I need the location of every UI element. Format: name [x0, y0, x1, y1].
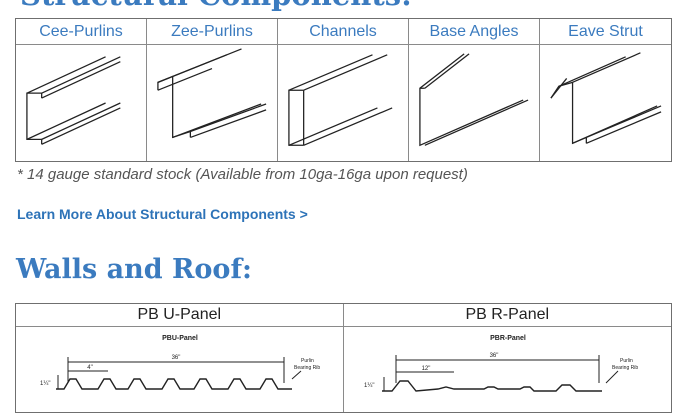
learn-more-structural-link[interactable]: Learn More About Structural Components > — [17, 206, 308, 222]
pbu-panel-cell: PBU-Panel 36" 4" 1¼" Purlin Bearing Rib — [16, 327, 344, 412]
pbu-panel-diagram: PBU-Panel 36" 4" 1¼" Purlin Bearing Rib — [40, 335, 320, 390]
cee-purlin-icon — [26, 56, 121, 145]
pbu-rib-label-1: Purlin — [301, 358, 314, 364]
walls-roof-title: Walls and Roof: — [16, 254, 253, 285]
header-pb-r-panel: PB R-Panel — [343, 304, 671, 327]
structural-components-heading: Structural Components: — [20, 0, 412, 12]
header-cee-purlins: Cee-Purlins — [16, 19, 147, 45]
pbr-coverage: 36" — [489, 353, 498, 359]
pbr-panel-diagram: PBR-Panel 36" 12" 1¼" Purlin Bearing Rib — [364, 335, 638, 392]
header-zee-purlins: Zee-Purlins — [147, 19, 278, 45]
pbu-rib-spacing: 4" — [87, 365, 92, 371]
gauge-footnote: * 14 gauge standard stock (Available fro… — [17, 166, 468, 183]
cee-purlin-cell — [16, 45, 147, 161]
pbu-coverage: 36" — [172, 355, 181, 361]
pbr-diagram-title: PBR-Panel — [490, 335, 526, 342]
eave-strut-cell — [540, 45, 671, 161]
structural-components-table: Cee-Purlins Zee-Purlins Channels Base An… — [15, 18, 672, 162]
eave-strut-icon — [549, 52, 661, 145]
base-angle-icon — [419, 53, 529, 147]
header-channels: Channels — [278, 19, 409, 45]
zee-purlin-icon — [157, 48, 267, 139]
base-angle-cell — [409, 45, 540, 161]
pbr-height: 1¼" — [364, 383, 374, 389]
pbu-diagram-title: PBU-Panel — [162, 335, 198, 342]
header-base-angles: Base Angles — [409, 19, 540, 45]
wall-roof-panel-table: PB U-Panel PB R-Panel PBU-Panel 36" 4" 1… — [15, 303, 672, 413]
pbr-rib-spacing: 12" — [421, 366, 430, 372]
header-eave-strut: Eave Strut — [540, 19, 671, 45]
channel-icon — [288, 54, 393, 146]
pbr-panel-cell: PBR-Panel 36" 12" 1¼" Purlin Bearing Rib — [344, 327, 672, 412]
pbr-rib-label-2: Bearing Rib — [612, 365, 638, 371]
pbu-rib-label-2: Bearing Rib — [294, 365, 320, 371]
pbu-height: 1¼" — [40, 381, 50, 387]
zee-purlin-cell — [147, 45, 278, 161]
pbr-rib-label-1: Purlin — [620, 358, 633, 364]
channel-cell — [278, 45, 409, 161]
header-pb-u-panel: PB U-Panel — [16, 304, 344, 327]
